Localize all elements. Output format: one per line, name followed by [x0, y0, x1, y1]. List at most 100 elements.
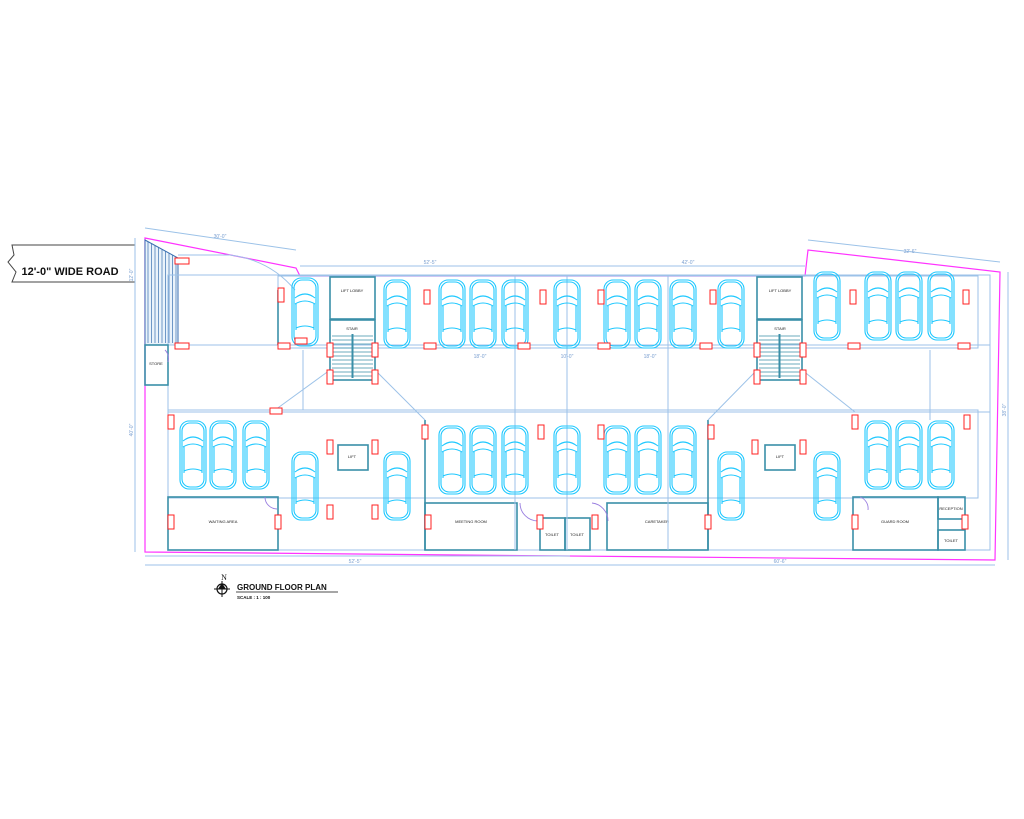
toilet-3-label: TOILET	[944, 538, 958, 543]
dim-top-right: 32'-6"	[904, 249, 917, 255]
car-parking-slot	[501, 425, 529, 495]
plan-scale: SCALE : 1 : 100	[237, 595, 271, 600]
car-parking-slot	[383, 451, 411, 521]
dim-drive-3: 18'-0"	[644, 354, 657, 360]
car-parking-slot	[179, 420, 207, 490]
car-parking-slot	[438, 425, 466, 495]
dimension-lines	[134, 227, 1009, 566]
plan-title: GROUND FLOOR PLAN	[237, 583, 327, 592]
car-parking-slot	[864, 420, 892, 490]
column-marker	[849, 289, 857, 305]
column-marker	[539, 289, 547, 305]
column-marker	[423, 289, 431, 305]
entry-ramp	[144, 239, 179, 346]
dim-drive-1: 18'-0"	[474, 354, 487, 360]
lift-lobby-left-label: LIFT LOBBY	[341, 288, 364, 293]
car-parking-slot	[895, 271, 923, 341]
doors	[164, 349, 869, 522]
column-marker	[597, 424, 605, 440]
dim-bottom-1: 52'-5"	[349, 559, 362, 565]
column-marker	[799, 369, 807, 385]
entry-curve	[178, 254, 296, 291]
column-marker	[597, 289, 605, 305]
car-parking-slot	[717, 451, 745, 521]
column-marker	[799, 342, 807, 358]
car-parking-slot	[553, 279, 581, 349]
column-marker	[423, 342, 437, 350]
dim-top-left: 30'-0"	[214, 234, 227, 240]
waiting-label: WAITING AREA	[209, 519, 238, 524]
columns	[167, 257, 971, 530]
column-marker	[961, 514, 969, 530]
north-label: N	[221, 573, 227, 582]
rooms: STORE WAITING AREA MEETING ROOM TOILET T…	[144, 344, 966, 551]
column-marker	[274, 514, 282, 530]
dim-top-mid-1: 52'-5"	[424, 260, 437, 266]
toilet-1-label: TOILET	[545, 532, 559, 537]
car-parking-slot	[927, 420, 955, 490]
car-parking-slot	[864, 271, 892, 341]
car-parking-slot	[717, 279, 745, 349]
car-parking-slot	[634, 279, 662, 349]
car-parking-slot	[383, 279, 411, 349]
column-marker	[591, 514, 599, 530]
car-parking-slot	[553, 425, 581, 495]
column-marker	[537, 424, 545, 440]
column-marker	[709, 289, 717, 305]
column-marker	[174, 257, 190, 265]
north-arrow-icon	[214, 581, 230, 597]
column-marker	[707, 424, 715, 440]
lift-left-label: LIFT	[348, 454, 357, 459]
site-boundary	[144, 237, 1001, 561]
car-parking-slot	[291, 277, 319, 347]
column-marker	[847, 342, 861, 350]
road-label-text: 12'-0" WIDE ROAD	[21, 266, 118, 278]
column-marker	[957, 342, 971, 350]
building-walls	[167, 274, 991, 551]
car-parking-slot	[469, 279, 497, 349]
column-marker	[424, 514, 432, 530]
lift-lobby-right-label: LIFT LOBBY	[769, 288, 792, 293]
car-parking-slot	[438, 279, 466, 349]
column-marker	[753, 342, 761, 358]
column-marker	[421, 424, 429, 440]
dimension-labels: 30'-0" 52'-5" 42'-0" 32'-6" 12'-0" 40'-0…	[129, 234, 1008, 565]
column-marker	[167, 414, 175, 430]
stair-left-label: STAIR	[346, 326, 358, 331]
car-parking-slot	[603, 279, 631, 349]
column-marker	[326, 342, 334, 358]
column-marker	[294, 337, 308, 345]
corridor-lines	[274, 276, 931, 550]
column-marker	[174, 342, 190, 350]
parking-slots	[179, 271, 955, 521]
column-marker	[851, 514, 859, 530]
car-parking-slot	[813, 451, 841, 521]
column-marker	[371, 342, 379, 358]
dim-bottom-2: 60'-6"	[774, 559, 787, 565]
column-marker	[167, 514, 175, 530]
column-marker	[371, 504, 379, 520]
guard-label: GUARD ROOM	[881, 519, 909, 524]
caretaker-label: CARETAKER	[645, 519, 669, 524]
dim-left-overall: 40'-0"	[129, 423, 135, 436]
column-marker	[371, 439, 379, 455]
column-marker	[326, 369, 334, 385]
column-marker	[326, 504, 334, 520]
stair-right-label: STAIR	[774, 326, 786, 331]
car-parking-slot	[209, 420, 237, 490]
reception-label: RECEPTION	[939, 506, 962, 511]
column-marker	[753, 369, 761, 385]
column-marker	[597, 342, 611, 350]
car-parking-slot	[895, 420, 923, 490]
car-parking-slot	[501, 279, 529, 349]
column-marker	[277, 287, 285, 303]
meeting-label: MEETING ROOM	[455, 519, 487, 524]
car-parking-slot	[813, 271, 841, 341]
title-block: N GROUND FLOOR PLAN SCALE : 1 : 100	[214, 573, 338, 600]
column-marker	[751, 439, 759, 455]
column-marker	[699, 342, 713, 350]
store-label: STORE	[149, 361, 163, 366]
column-marker	[277, 342, 291, 350]
toilet-2-label: TOILET	[570, 532, 584, 537]
